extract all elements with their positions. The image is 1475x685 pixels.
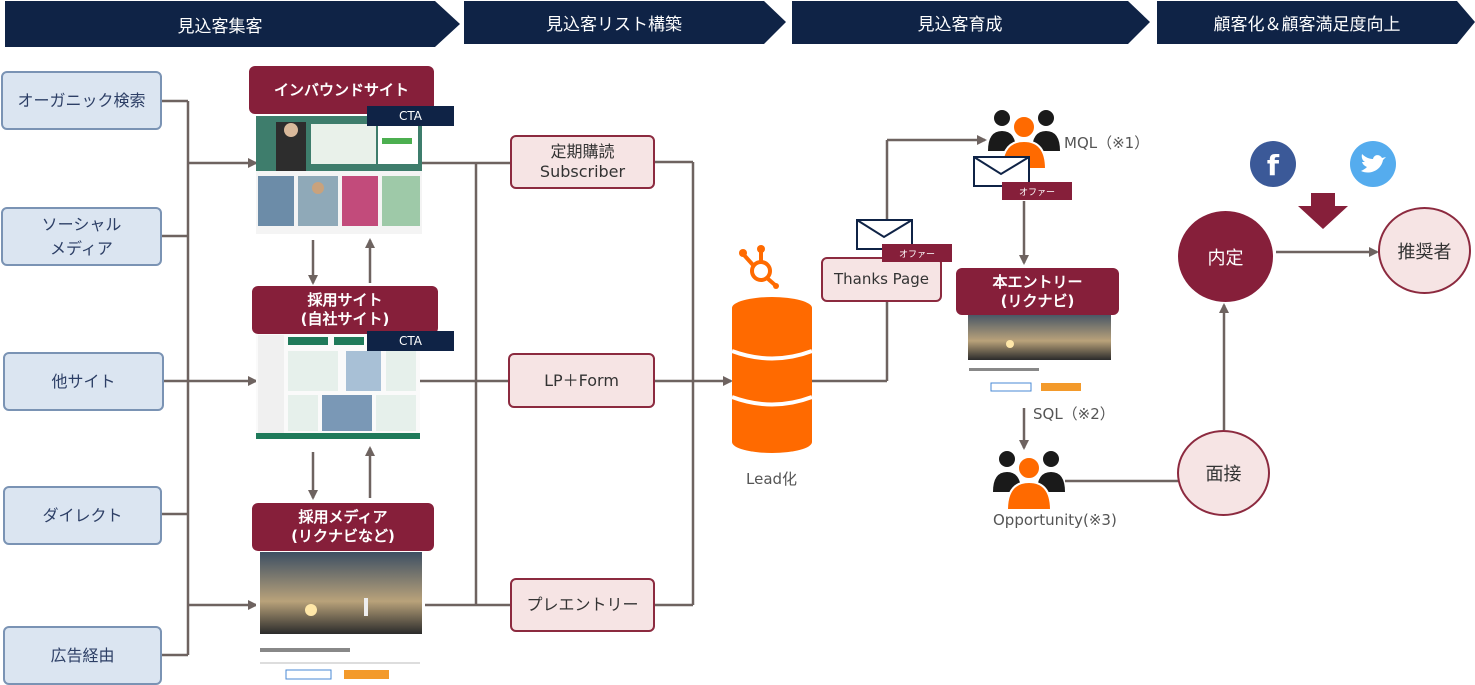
source-organic-search: オーガニック検索 — [1, 71, 162, 130]
list-pre-entry: プレエントリー — [510, 578, 655, 632]
sql-label: SQL（※2） — [1033, 405, 1115, 423]
mql-people-icon — [988, 110, 1060, 169]
recommender-circle: 推奨者 — [1378, 207, 1471, 294]
facebook-icon: f — [1250, 141, 1296, 187]
mql-label: MQL（※1） — [1064, 134, 1150, 152]
list-lp-form: LP＋Form — [508, 353, 655, 408]
interview-circle: 面接 — [1177, 430, 1270, 516]
hubspot-icon — [739, 245, 779, 289]
entry-thumbnail — [965, 312, 1114, 396]
inbound-cta-badge: CTA — [367, 106, 454, 126]
source-direct: ダイレクト — [3, 486, 162, 545]
lead-database-icon — [731, 297, 813, 453]
opportunity-label: Opportunity(※3) — [993, 511, 1117, 529]
stage-1-chevron — [5, 1, 460, 47]
entry-banner: 本エントリー (リクナビ) — [956, 268, 1119, 315]
opportunity-people-icon — [993, 451, 1065, 510]
thanks-offer-badge: オファー — [882, 244, 952, 262]
stage-3-chevron — [792, 1, 1150, 44]
source-other-sites: 他サイト — [3, 352, 164, 411]
inbound-site-thumbnail — [256, 116, 422, 234]
recruit-media-banner: 採用メディア (リクナビなど) — [252, 503, 434, 551]
stage-1-label: 見込客集客 — [177, 16, 263, 37]
stage-2-label: 見込客リスト構築 — [546, 15, 682, 35]
twitter-icon — [1350, 141, 1396, 187]
recruit-cta-badge: CTA — [367, 331, 454, 351]
thanks-page-box: Thanks Page — [821, 257, 942, 302]
list-subscriber: 定期購読 Subscriber — [510, 135, 655, 189]
mql-envelope-icon — [973, 156, 1030, 187]
source-social-media: ソーシャル メディア — [1, 207, 162, 266]
recruit-media-thumbnail — [256, 552, 425, 685]
recruit-site-banner: 採用サイト (自社サイト) — [252, 286, 438, 334]
stage-4-chevron — [1157, 1, 1475, 44]
stage-3-label: 見込客育成 — [917, 15, 1003, 35]
stage-2-chevron — [464, 1, 786, 44]
mql-offer-badge: オファー — [1002, 182, 1072, 200]
stage-4-label: 顧客化＆顧客満足度向上 — [1213, 15, 1401, 35]
source-ads: 広告経由 — [3, 626, 162, 685]
lead-label: Lead化 — [746, 470, 798, 488]
down-arrow-icon — [1298, 193, 1348, 229]
naitei-circle: 内定 — [1178, 211, 1273, 302]
svg-text:f: f — [1267, 149, 1280, 182]
